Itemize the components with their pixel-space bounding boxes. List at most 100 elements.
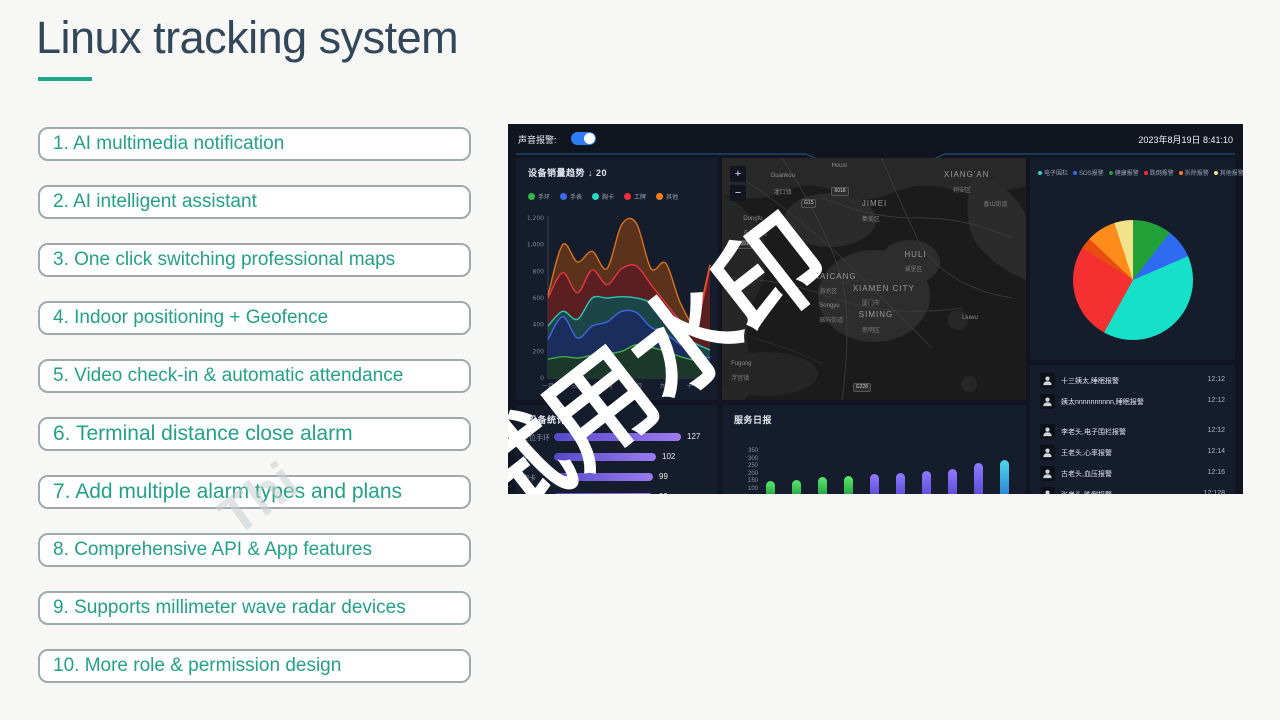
zoom-out-button[interactable]: − [730, 185, 746, 201]
legend-item: 手表 [560, 192, 582, 201]
legend-dot-icon [592, 193, 600, 200]
daily-report-title: 服务日报 [734, 415, 773, 425]
pie-legend-item: 其他报警 [1213, 168, 1243, 177]
map-label: JIMEI [861, 199, 888, 209]
alert-time: 12:12 [1207, 427, 1225, 434]
legend-dot-icon [624, 193, 632, 200]
hbar-bar [554, 493, 653, 494]
alert-text: 李老头,电子围栏报警 [1061, 429, 1126, 436]
feature-list: 1. AI multimedia notification 2. AI inte… [38, 127, 471, 707]
page-title: Linux tracking system [36, 12, 459, 63]
pie-legend-item: 电子围栏 [1038, 168, 1068, 177]
person-avatar-icon [1040, 373, 1055, 388]
alert-time: 12:14 [1207, 448, 1225, 455]
pie-legend-dot-icon [1213, 170, 1218, 175]
feature-item-6: 6. Terminal distance close alarm [38, 417, 471, 451]
feature-item-10: 10. More role & permission design [38, 649, 471, 683]
svg-text:1,000: 1,000 [527, 242, 544, 249]
pie-legend-item: 健康报警 [1108, 168, 1139, 177]
svg-text:200: 200 [533, 348, 545, 355]
pie-legend-item: 跌倒报警 [1143, 168, 1174, 177]
map-label: Houxi [831, 162, 847, 169]
alert-text: 张老头,跌倒报警 [1061, 490, 1112, 494]
feature-item-4: 4. Indoor positioning + Geofence [38, 301, 471, 335]
area-chart-legend: 手环手表胸卡工牌其他 [528, 192, 678, 201]
vbar-bar [792, 480, 801, 494]
toggle-knob-icon [584, 133, 595, 144]
vbar-bar [818, 477, 827, 494]
svg-text:七月: 七月 [630, 382, 642, 390]
person-avatar-icon [1040, 445, 1055, 460]
alert-text: 古老头,血压报警 [1061, 471, 1112, 478]
sound-alarm-toggle[interactable] [571, 132, 596, 145]
alert-time: 12:12 [1207, 376, 1225, 383]
pie-chart [1073, 220, 1193, 340]
legend-item: 胸卡 [592, 192, 614, 201]
alert-row[interactable]: 十三姨太,睡眠报警 12:12 [1030, 371, 1235, 392]
dashboard-screenshot: 声音报警: 2023年8月19日 8:41:10 设备销量趋势 ↓ 20 手环手… [508, 124, 1243, 494]
svg-text:0: 0 [540, 375, 544, 382]
alert-row[interactable]: 古老头,血压报警 12:16 [1030, 464, 1235, 485]
device-stats-panel: 设备统计 定位手环127手表102胸卡99纽扣99 [516, 405, 718, 494]
map-label: 厦门市 [861, 301, 880, 308]
legend-item: 其他 [656, 192, 678, 201]
map-label: 东孚街道 [743, 231, 768, 238]
person-avatar-icon [1040, 487, 1055, 494]
legend-dot-icon [560, 193, 568, 200]
map-label: G228 [852, 383, 871, 393]
vbar-bar [974, 462, 983, 494]
hbar-row: 纽扣99 [516, 487, 718, 494]
datetime-display: 2023年8月19日 8:41:10 [1138, 135, 1233, 145]
title-underline [38, 77, 92, 81]
map-label: SIMING [858, 310, 894, 320]
svg-text:一月: 一月 [542, 383, 554, 390]
pie-legend-dot-icon [1108, 170, 1113, 175]
alert-text: 十三姨太,睡眠报警 [1061, 378, 1119, 385]
map-label: Dongfu [743, 216, 763, 223]
pie-legend-dot-icon [1038, 170, 1042, 175]
svg-text:1,200: 1,200 [527, 215, 544, 222]
map-zoom-controls: + − [730, 166, 746, 204]
pie-legend-item: 拆除报警 [1178, 168, 1209, 177]
zoom-in-button[interactable]: + [730, 166, 746, 182]
svg-text:九月: 九月 [660, 382, 672, 390]
alert-text: 姨太nnnnnnnnnn,睡眠报警 [1061, 399, 1144, 406]
map-label: Songyu [819, 303, 840, 310]
alert-row[interactable]: 张老头,跌倒报警 12:128 [1030, 485, 1235, 494]
map-label: S1591 [731, 240, 752, 250]
map-label: HAICANG [813, 271, 857, 281]
legend-item: 手环 [528, 192, 550, 201]
hbar-bar [554, 433, 681, 441]
vbar-bar [844, 475, 853, 494]
svg-text:十一月: 十一月 [686, 382, 704, 390]
device-stats-title: 设备统计 [528, 415, 567, 425]
alert-time: 12:16 [1207, 469, 1225, 476]
legend-dot-icon [528, 193, 535, 200]
alert-time: 12:128 [1203, 490, 1225, 494]
map-label: Liuwu [962, 315, 978, 322]
dashboard-topbar: 声音报警: 2023年8月19日 8:41:10 [508, 124, 1243, 163]
person-avatar-icon [1040, 394, 1055, 409]
area-chart: 02004006008001,0001,200一月三月五月七月九月十一月 [527, 215, 711, 390]
map-label: 6018 [831, 187, 849, 197]
svg-text:800: 800 [533, 268, 545, 275]
map-label: 嵩屿街道 [819, 318, 844, 325]
svg-text:600: 600 [533, 295, 545, 302]
map-label: 翔安区 [953, 187, 972, 194]
map-label: XIANG'AN [943, 170, 990, 180]
map-label: 湖里区 [904, 267, 923, 274]
feature-item-9: 9. Supports millimeter wave radar device… [38, 591, 471, 625]
hbar-bar [554, 473, 653, 481]
alert-row[interactable]: 李老头,电子围栏报警 12:12 [1030, 422, 1235, 443]
